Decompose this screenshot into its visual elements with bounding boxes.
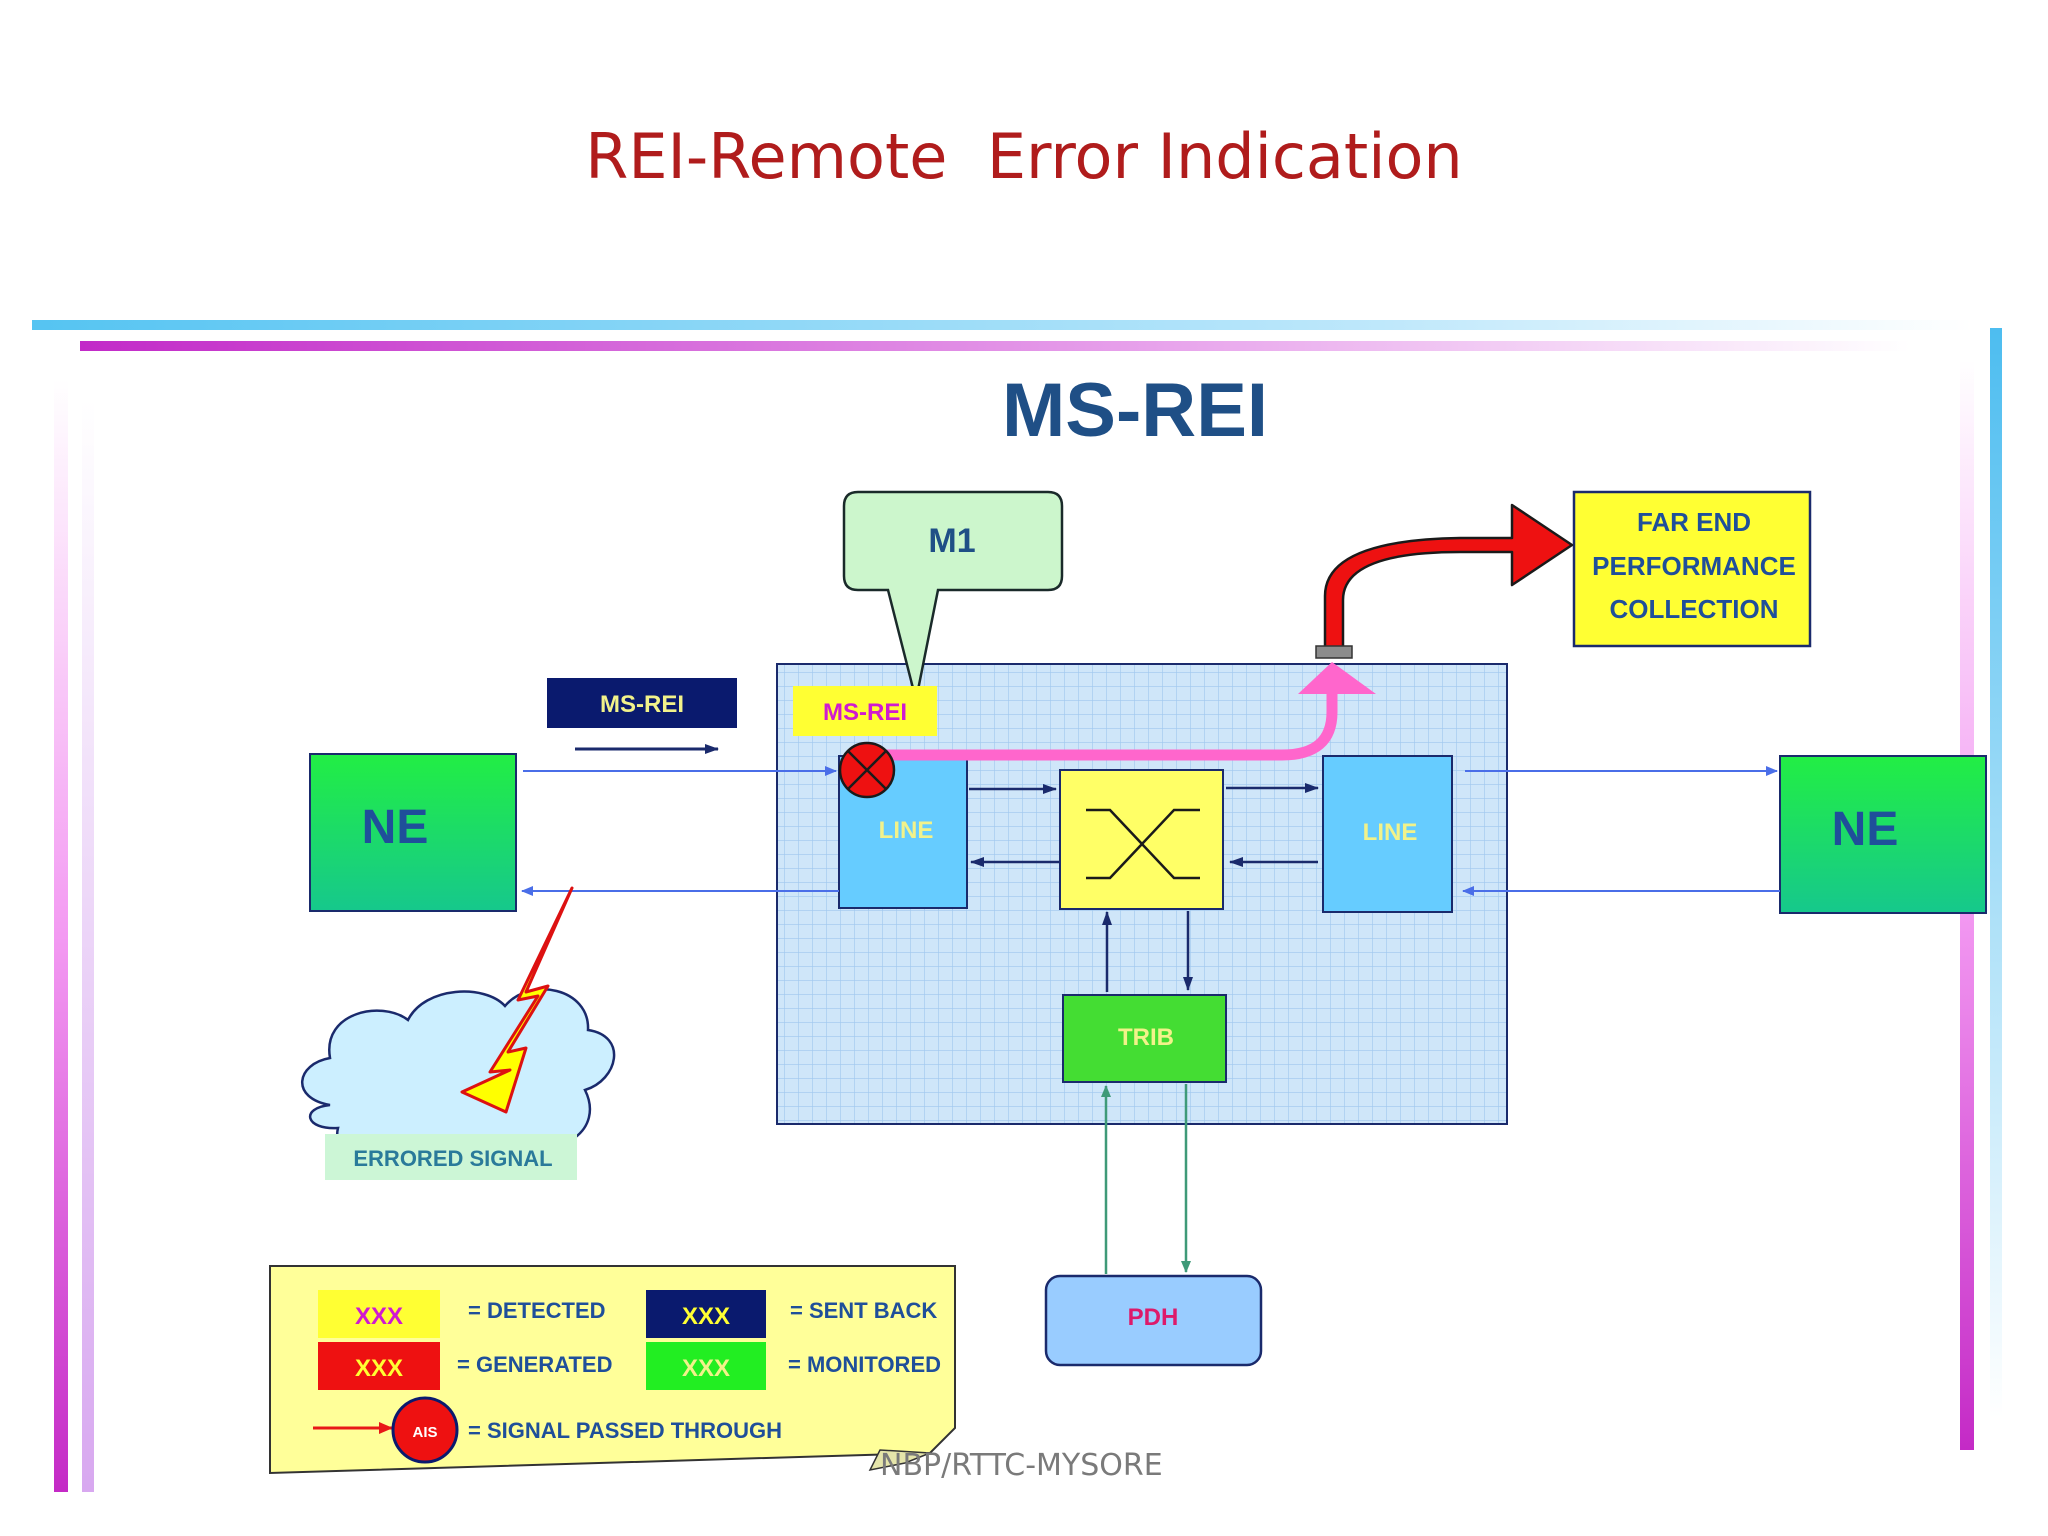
ne-right-box xyxy=(1779,755,1987,914)
far-end-line-3: COLLECTION xyxy=(1610,594,1779,624)
cross-connect-symbol xyxy=(1086,808,1200,880)
ne-left-box xyxy=(309,753,517,912)
legend-swatch-generated-text: XXX xyxy=(355,1355,403,1382)
legend-generated-label: = GENERATED xyxy=(457,1352,612,1377)
far-end-red-arrow xyxy=(1323,503,1574,650)
legend-swatch-sent-back-text: XXX xyxy=(682,1303,730,1330)
frame-bar-magenta-top xyxy=(80,341,1910,351)
legend-swatch-monitored-text: XXX xyxy=(682,1355,730,1382)
legend-sent-back-label: = SENT BACK xyxy=(790,1298,937,1323)
legend-swatch-detected-text: XXX xyxy=(355,1303,403,1330)
legend-ais-icon xyxy=(391,1396,459,1464)
line-left-label: LINE xyxy=(879,817,934,844)
legend-swatch-detected xyxy=(318,1290,440,1338)
cross-connect-box xyxy=(1059,769,1224,910)
trib-box xyxy=(1062,994,1227,1083)
line-right-box xyxy=(1322,755,1453,913)
line-right-label: LINE xyxy=(1363,819,1418,846)
far-end-performance-box xyxy=(1572,490,1812,648)
far-end-line-1: FAR END xyxy=(1637,507,1751,537)
incoming-ms-rei-box xyxy=(547,678,737,728)
errored-signal-label: ERRORED SIGNAL xyxy=(353,1146,552,1171)
legend-swatch-generated xyxy=(318,1342,440,1390)
frame-bar-blue-right xyxy=(1990,328,2002,1418)
legend-passed-through-label: = SIGNAL PASSED THROUGH xyxy=(468,1418,782,1443)
ne-left-label: NE xyxy=(362,801,429,854)
frame-bar-left-outer xyxy=(54,380,68,1492)
pink-rei-arrowhead xyxy=(1298,662,1376,694)
frame-bar-blue-top xyxy=(32,320,1972,330)
incoming-ms-rei-label: MS-REI xyxy=(600,691,684,718)
lightning-bolt-icon xyxy=(460,886,574,1114)
slide-footer: NBP/RTTC-MYSORE xyxy=(880,1448,1163,1483)
far-end-line-2: PERFORMANCE xyxy=(1592,551,1796,581)
errored-signal-label-bg xyxy=(325,1134,577,1180)
legend-ais-label: AIS xyxy=(412,1424,437,1441)
legend-monitored-label: = MONITORED xyxy=(788,1352,941,1377)
frame-bar-left-inner xyxy=(82,400,94,1492)
legend-detected-label: = DETECTED xyxy=(468,1298,606,1323)
far-end-arrow-base xyxy=(1315,645,1353,659)
slide-title: REI-Remote Error Indication xyxy=(585,120,1463,193)
pdh-box xyxy=(1044,1274,1263,1367)
trib-label: TRIB xyxy=(1118,1024,1174,1051)
legend-note-curl xyxy=(868,1449,931,1472)
ne-right-label: NE xyxy=(1832,803,1899,856)
legend-swatch-monitored xyxy=(646,1342,766,1390)
pink-rei-path xyxy=(880,690,1338,761)
diagram-title: MS-REI xyxy=(1002,368,1268,453)
detected-ms-rei-label: MS-REI xyxy=(823,699,907,726)
m1-callout-label: M1 xyxy=(928,522,975,560)
pdh-label: PDH xyxy=(1128,1304,1179,1331)
legend-swatch-sent-back xyxy=(646,1290,766,1338)
detected-ms-rei-box xyxy=(793,686,937,736)
